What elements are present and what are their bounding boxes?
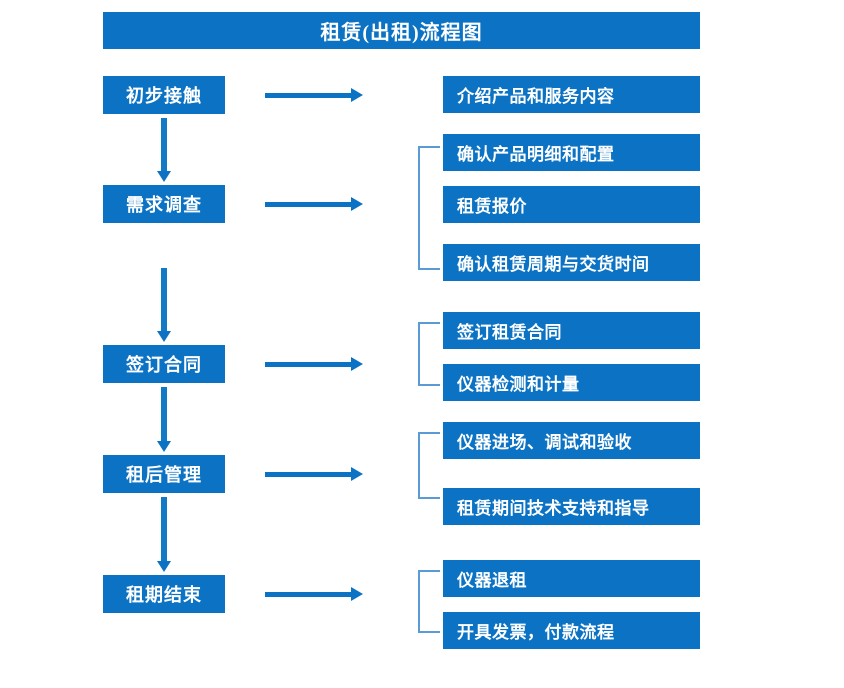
stage-box-post-lease-management[interactable]: 租后管理 — [103, 455, 225, 493]
detail-box-instrument-inspection[interactable]: 仪器检测和计量 — [443, 364, 700, 401]
group-bracket-sign-contract — [418, 322, 440, 386]
vertical-arrow-4 — [157, 497, 171, 572]
arrow-shaft — [265, 362, 353, 367]
detail-box-confirm-lease-period[interactable]: 确认租赁周期与交货时间 — [443, 244, 700, 281]
arrow-shaft — [265, 472, 353, 477]
arrow-shaft — [161, 497, 167, 561]
horizontal-arrow-1 — [265, 88, 363, 102]
arrow-shaft — [161, 268, 167, 331]
detail-box-instrument-return[interactable]: 仪器退租 — [443, 560, 700, 597]
arrow-head — [157, 561, 171, 572]
arrow-head — [351, 88, 363, 102]
detail-box-introduce-products[interactable]: 介绍产品和服务内容 — [443, 76, 700, 113]
arrow-head — [157, 331, 171, 342]
horizontal-arrow-4 — [265, 467, 363, 481]
detail-box-sign-lease-contract[interactable]: 签订租赁合同 — [443, 312, 700, 349]
horizontal-arrow-2 — [265, 197, 363, 211]
vertical-arrow-2 — [157, 268, 171, 342]
detail-box-invoice-payment[interactable]: 开具发票，付款流程 — [443, 612, 700, 649]
arrow-shaft — [161, 118, 167, 171]
group-bracket-needs-survey — [418, 146, 440, 270]
arrow-head — [351, 467, 363, 481]
arrow-shaft — [265, 592, 353, 597]
detail-box-confirm-product-spec[interactable]: 确认产品明细和配置 — [443, 134, 700, 171]
stage-box-initial-contact[interactable]: 初步接触 — [103, 76, 225, 114]
arrow-shaft — [265, 202, 353, 207]
horizontal-arrow-3 — [265, 357, 363, 371]
arrow-head — [351, 587, 363, 601]
diagram-title: 租赁(出租)流程图 — [103, 12, 700, 49]
stage-box-needs-survey[interactable]: 需求调查 — [103, 185, 225, 223]
detail-box-technical-support[interactable]: 租赁期间技术支持和指导 — [443, 488, 700, 525]
arrow-head — [157, 441, 171, 452]
arrow-shaft — [161, 387, 167, 441]
horizontal-arrow-5 — [265, 587, 363, 601]
group-bracket-post-lease — [418, 432, 440, 499]
arrow-head — [157, 171, 171, 182]
stage-box-lease-end[interactable]: 租期结束 — [103, 575, 225, 613]
group-bracket-lease-end — [418, 570, 440, 633]
detail-box-lease-quotation[interactable]: 租赁报价 — [443, 186, 700, 223]
vertical-arrow-1 — [157, 118, 171, 182]
arrow-shaft — [265, 93, 353, 98]
arrow-head — [351, 357, 363, 371]
detail-box-instrument-entry-commissioning[interactable]: 仪器进场、调试和验收 — [443, 422, 700, 459]
arrow-head — [351, 197, 363, 211]
vertical-arrow-3 — [157, 387, 171, 452]
stage-box-sign-contract[interactable]: 签订合同 — [103, 345, 225, 383]
